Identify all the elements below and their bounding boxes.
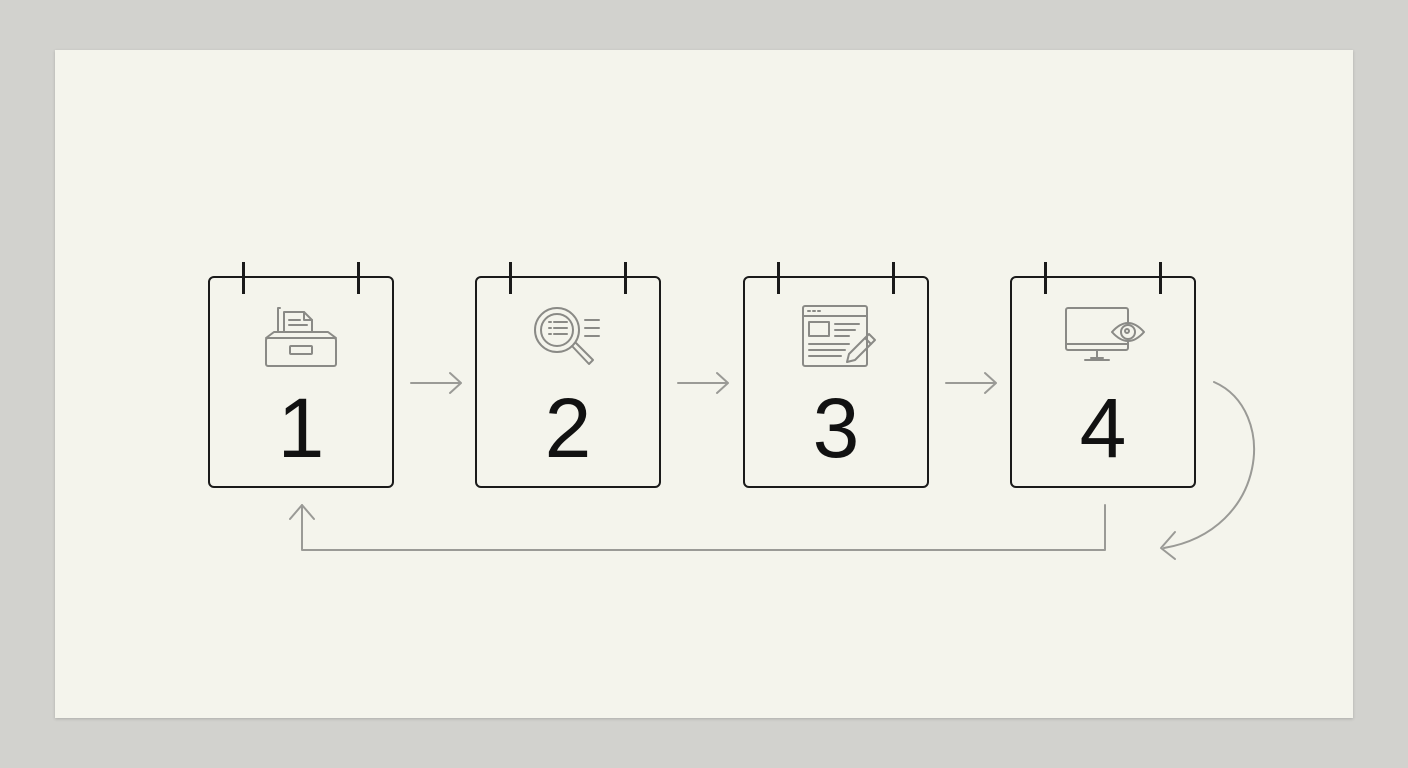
step-card-2: 2 [475,262,661,488]
binder-ring [892,262,895,294]
step-number-2: 2 [544,381,592,475]
step-number-4: 4 [1079,381,1127,475]
monitor-eye-icon [1065,307,1145,361]
step-number-3: 3 [812,381,860,475]
document-pencil-icon [802,305,876,367]
binder-ring [509,262,512,294]
file-tray-icon [265,307,337,367]
binder-ring [777,262,780,294]
magnifier-list-icon [534,307,600,365]
binder-ring [1044,262,1047,294]
step-number-1: 1 [277,381,325,475]
step-card-4: 4 [1010,262,1196,488]
binder-ring [357,262,360,294]
step-card-3: 3 [743,262,929,488]
diagram-sheet [55,50,1353,718]
step-card-1: 1 [208,262,394,488]
binder-ring [1159,262,1162,294]
binder-ring [242,262,245,294]
binder-ring [624,262,627,294]
